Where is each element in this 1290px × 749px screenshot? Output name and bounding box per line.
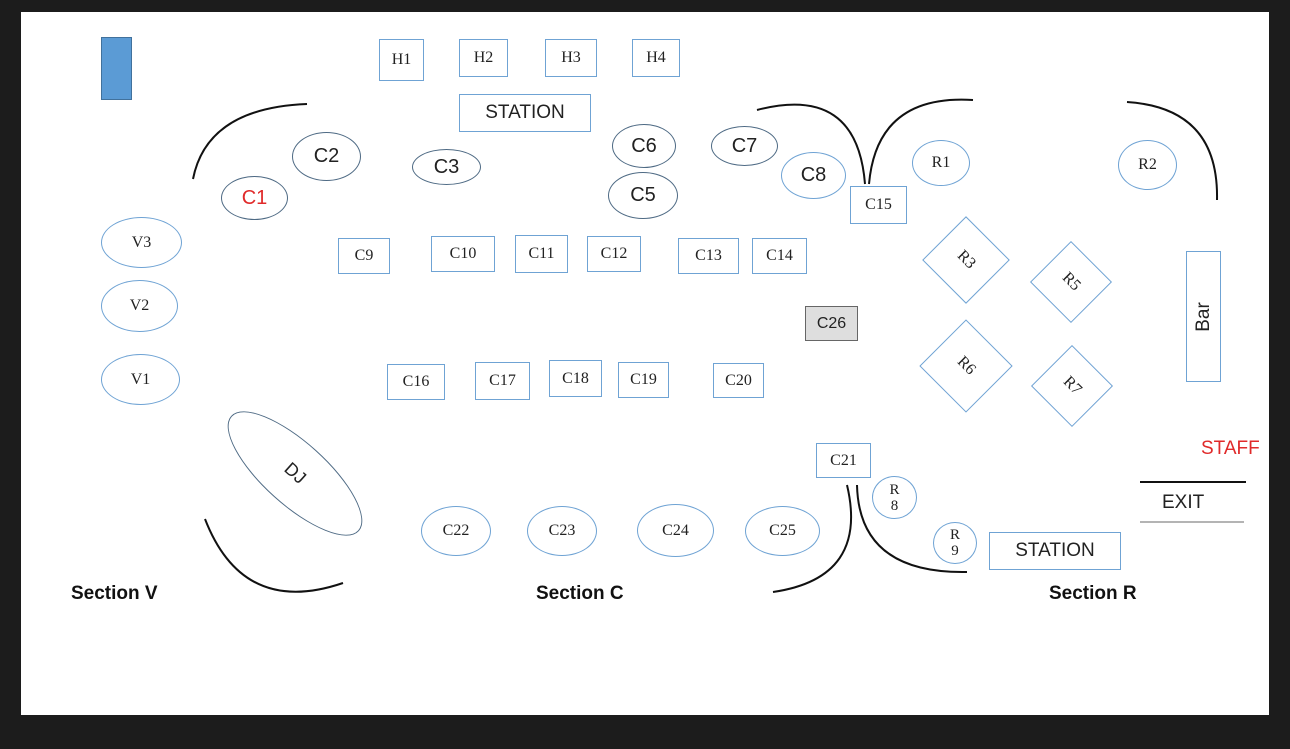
table-c3[interactable]: C3 [412, 149, 481, 185]
table-r8-letter: R [889, 481, 900, 498]
table-c8[interactable]: C8 [781, 152, 846, 199]
table-v2[interactable]: V2 [101, 280, 178, 332]
arc-r2-right [1126, 101, 1219, 201]
table-c6[interactable]: C6 [612, 124, 676, 168]
table-c10[interactable]: C10 [431, 236, 495, 272]
table-r1[interactable]: R1 [912, 140, 970, 186]
table-c15[interactable]: C15 [850, 186, 907, 224]
table-v1[interactable]: V1 [101, 354, 180, 405]
table-c14[interactable]: C14 [752, 238, 807, 274]
table-c20[interactable]: C20 [713, 363, 764, 398]
table-c16[interactable]: C16 [387, 364, 445, 400]
table-h1[interactable]: H1 [379, 39, 424, 81]
table-c18[interactable]: C18 [549, 360, 602, 397]
section-c-label: Section C [536, 583, 624, 604]
bar[interactable]: Bar [1186, 251, 1221, 382]
table-r9-letter: R [949, 527, 960, 543]
table-c12[interactable]: C12 [587, 236, 641, 272]
table-c24[interactable]: C24 [637, 504, 714, 557]
table-c25[interactable]: C25 [745, 506, 820, 556]
blue-marker [101, 37, 132, 100]
arc-c8-left [756, 103, 866, 185]
table-c7[interactable]: C7 [711, 126, 778, 166]
table-h3[interactable]: H3 [545, 39, 597, 77]
table-h2[interactable]: H2 [459, 39, 508, 77]
arc-c25-right [772, 484, 853, 593]
table-r9-number: 9 [951, 543, 959, 559]
table-c17[interactable]: C17 [475, 362, 530, 400]
table-c13[interactable]: C13 [678, 238, 739, 274]
table-c5[interactable]: C5 [608, 172, 678, 219]
table-r8[interactable]: R 8 [872, 476, 917, 519]
table-c23[interactable]: C23 [527, 506, 597, 556]
arc-r8-left [856, 484, 968, 574]
table-v3[interactable]: V3 [101, 217, 182, 268]
table-c21[interactable]: C21 [816, 443, 871, 478]
arc-section-v-bottom [204, 518, 344, 593]
table-r9[interactable]: R 9 [933, 522, 977, 564]
table-h4[interactable]: H4 [632, 39, 680, 77]
table-c9[interactable]: C9 [338, 238, 390, 274]
staff-label: STAFF [1201, 438, 1260, 459]
table-c22[interactable]: C22 [421, 506, 491, 556]
wall-arcs [192, 98, 1246, 593]
station-bottom[interactable]: STATION [989, 532, 1121, 570]
station-top[interactable]: STATION [459, 94, 591, 132]
arc-r1-top [868, 98, 974, 185]
exit-label: EXIT [1162, 492, 1205, 513]
section-r-label: Section R [1049, 583, 1137, 604]
table-c19[interactable]: C19 [618, 362, 669, 398]
table-r2[interactable]: R2 [1118, 140, 1177, 190]
table-r8-number: 8 [890, 497, 899, 514]
table-c2[interactable]: C2 [292, 132, 361, 181]
section-v-label: Section V [71, 583, 158, 604]
table-c11[interactable]: C11 [515, 235, 568, 273]
floor-plan: H1 H2 H3 H4 STATION C1 C2 C3 C6 C5 C7 C8… [21, 12, 1269, 715]
table-c1[interactable]: C1 [221, 176, 288, 220]
bar-label: Bar [1192, 301, 1214, 332]
table-c26[interactable]: C26 [805, 306, 858, 341]
arc-section-v-top [192, 103, 308, 180]
